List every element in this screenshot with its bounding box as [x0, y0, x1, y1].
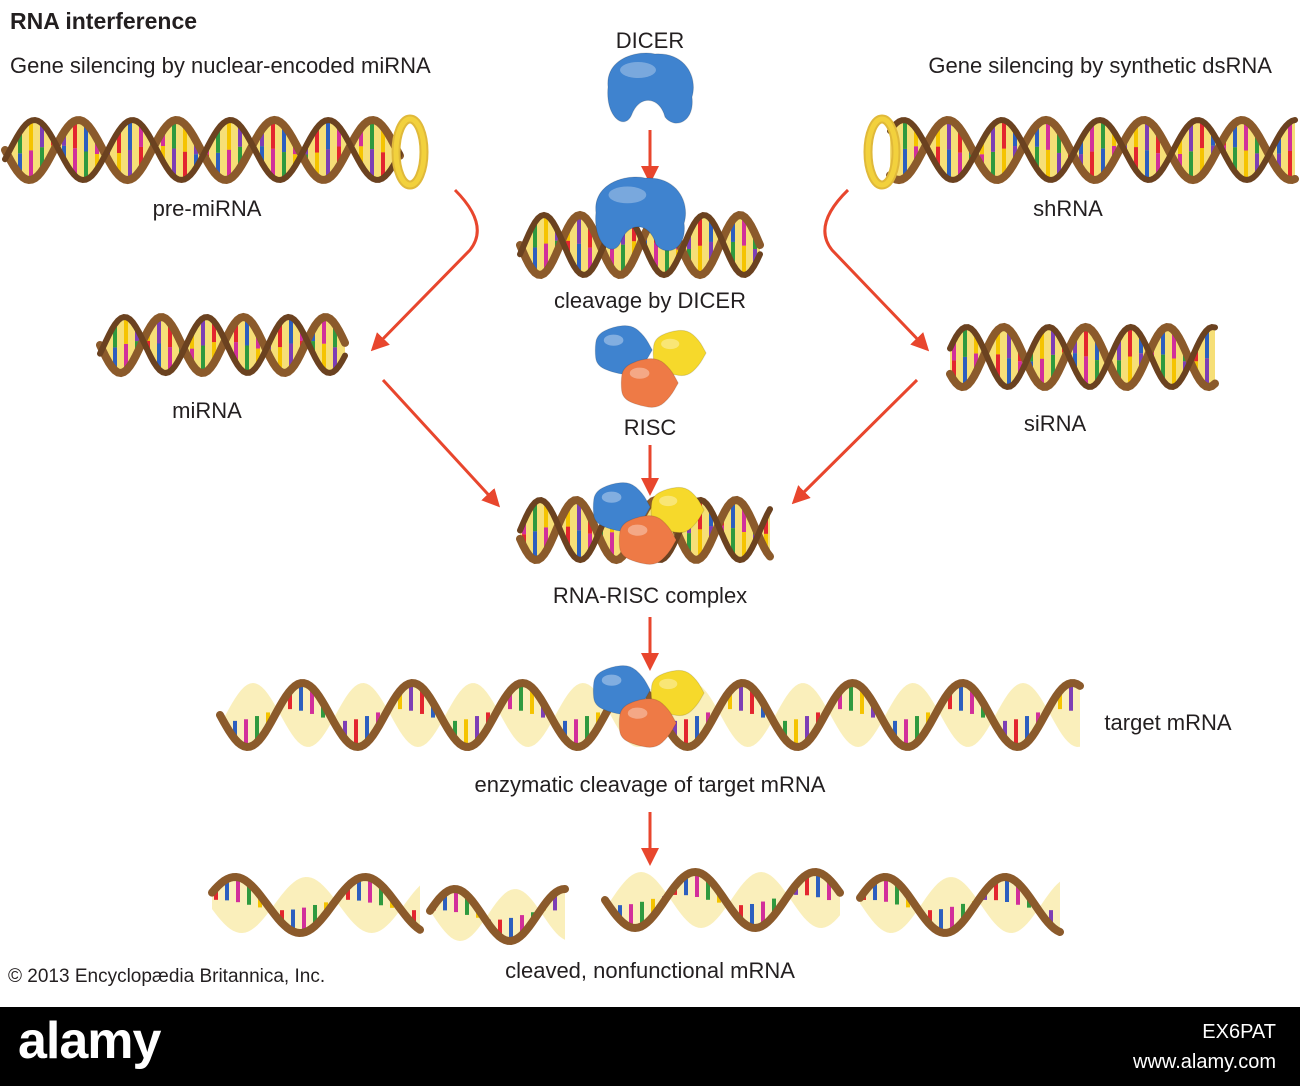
pre-mirna-loop-inner	[393, 116, 427, 188]
mirna-helix-backbone	[96, 312, 349, 378]
shrna-helix-backbone-2	[887, 116, 1298, 184]
shrna-helix	[886, 115, 1299, 185]
rna-risc-complex-label: RNA-RISC complex	[552, 583, 748, 608]
arrow-mirna-to-complex	[381, 378, 501, 508]
dicer-cleavage-helix-backbone	[516, 210, 764, 280]
shrna-loop-inner	[865, 116, 899, 188]
cleaved-fragment-4-ribbon	[860, 877, 1060, 933]
mrna-risc-complex-icon-orange	[618, 698, 677, 748]
dicer-cleavage-helix	[516, 210, 764, 280]
arrow-sirna-to-complex	[791, 378, 919, 505]
site-url: www.alamy.com	[1133, 1051, 1276, 1073]
dicer-protein-icon	[607, 52, 694, 124]
cleaved-fragment-2	[426, 884, 569, 945]
risc-label: RISC	[623, 415, 677, 440]
cleavage-by-dicer-label: cleavage by DICER	[554, 288, 746, 313]
right-heading: Gene silencing by synthetic dsRNA	[928, 53, 1272, 78]
watermark-bar: alamy EX6PAT www.alamy.com	[0, 1007, 1300, 1086]
cleaved-mrna-label: cleaved, nonfunctional mRNA	[505, 958, 795, 983]
shrna-label: shRNA	[1033, 196, 1103, 221]
mirna-label: miRNA	[172, 398, 242, 423]
arrow-shrna-to-sirna	[823, 188, 930, 352]
dicer-cleavage-helix-backbone-2	[517, 211, 763, 279]
cleaved-fragment-3-backbone	[601, 867, 844, 933]
risc-complex-icon-orange	[620, 358, 679, 408]
sirna-label: siRNA	[1023, 411, 1087, 436]
image-id: EX6PAT	[1202, 1021, 1276, 1043]
pre-mirna-helix-backbone-2	[2, 116, 403, 184]
enzymatic-cleavage-label: enzymatic cleavage of target mRNA	[474, 772, 826, 797]
copyright-notice: © 2013 Encyclopædia Britannica, Inc.	[8, 966, 326, 987]
cleaved-fragment-4	[856, 873, 1064, 937]
target-mrna-helix-backbone	[216, 678, 1084, 752]
dicer-label: DICER	[615, 28, 685, 53]
mirna-helix	[96, 312, 349, 378]
arrow-pre-mirna-to-mirna	[370, 188, 479, 352]
sirna-helix	[946, 322, 1219, 392]
alamy-logo: alamy	[18, 1012, 161, 1070]
rna-interference-diagram	[1, 52, 1299, 945]
cleaved-fragment-1	[208, 873, 424, 938]
left-heading: Gene silencing by nuclear-encoded miRNA	[10, 53, 431, 78]
diagram-title: RNA interference	[10, 8, 198, 34]
mrna-risc-complex-icon-yellow	[650, 669, 705, 717]
cleaved-fragment-3	[601, 867, 844, 933]
rna-risc-complex-icon-orange	[618, 515, 677, 565]
sirna-helix-backbone-2	[947, 323, 1218, 391]
mirna-helix-backbone-2	[97, 313, 348, 377]
shrna-helix-backbone	[886, 115, 1299, 185]
cleaved-fragment-1-backbone	[208, 873, 424, 938]
dicer-on-rna-icon	[595, 176, 687, 252]
pre-mirna-label: pre-miRNA	[152, 196, 262, 221]
cleaved-fragment-2-ribbon	[430, 889, 565, 941]
sirna-helix-backbone	[946, 322, 1219, 392]
cleaved-fragment-4-backbone	[856, 873, 1064, 937]
pre-mirna-helix	[1, 115, 404, 185]
target-mrna-label: target mRNA	[1104, 710, 1232, 735]
cleaved-fragment-2-backbone	[426, 884, 569, 945]
